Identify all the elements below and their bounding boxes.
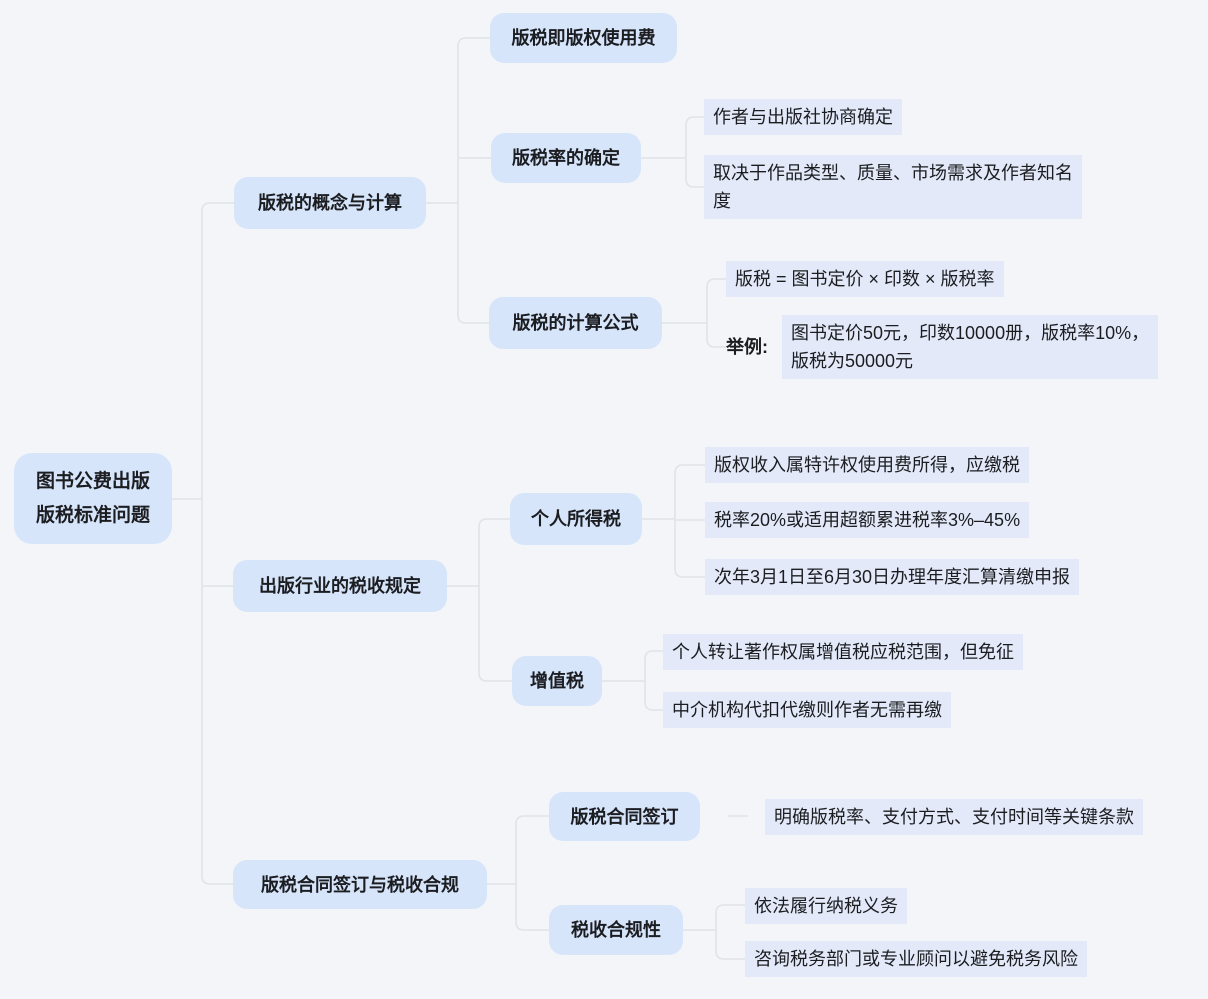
leaf-contract-key-terms[interactable]: 明确版税率、支付方式、支付时间等关键条款	[765, 799, 1143, 835]
connector-branch1	[426, 37, 491, 324]
leaf-income-type[interactable]: 版权收入属特许权使用费所得，应缴税	[705, 447, 1029, 483]
topic-node-personal-income-tax[interactable]: 个人所得税	[510, 493, 642, 545]
topic-node-contract-signing[interactable]: 版税合同签订	[549, 792, 700, 841]
topic-node-royalty-formula[interactable]: 版税的计算公式	[489, 297, 662, 349]
leaf-consult-advisors[interactable]: 咨询税务部门或专业顾问以避免税务风险	[745, 941, 1087, 977]
connector-rate	[641, 116, 704, 188]
connector-branch2	[447, 518, 512, 682]
leaf-royalty-formula-text[interactable]: 版税 = 图书定价 × 印数 × 版税率	[726, 261, 1004, 297]
leaf-withholding[interactable]: 中介机构代扣代缴则作者无需再缴	[663, 692, 951, 728]
example-prefix-label: 举例:	[726, 337, 768, 357]
connector-branch3	[487, 815, 549, 931]
leaf-tax-rate[interactable]: 税率20%或适用超额累进税率3%–45%	[705, 502, 1030, 538]
leaf-royalty-example[interactable]: 举例: 图书定价50元，印数10000册，版税率10%， 版税为50000元	[726, 315, 1159, 379]
leaf-negotiated-with-publisher[interactable]: 作者与出版社协商确定	[704, 99, 902, 135]
leaf-annual-filing[interactable]: 次年3月1日至6月30日办理年度汇算清缴申报	[705, 559, 1080, 595]
topic-node-royalty-definition[interactable]: 版税即版权使用费	[490, 13, 677, 63]
leaf-vat-exempt[interactable]: 个人转让著作权属增值税应税范围，但免征	[663, 634, 1023, 670]
topic-node-royalty-rate[interactable]: 版税率的确定	[491, 133, 641, 183]
connector-personal-income-tax	[642, 464, 705, 578]
connector-formula	[662, 278, 726, 348]
branch-node-contract-compliance[interactable]: 版税合同签订与税收合规	[233, 860, 487, 909]
connector-root	[172, 202, 234, 885]
leaf-fulfill-tax-obligation[interactable]: 依法履行纳税义务	[745, 888, 907, 924]
branch-node-royalty-concept[interactable]: 版税的概念与计算	[234, 177, 426, 229]
leaf-rate-depends-on[interactable]: 取决于作品类型、质量、市场需求及作者知名 度	[704, 155, 1082, 219]
connector-tax-compliance	[683, 904, 745, 960]
connector-vat	[602, 650, 663, 711]
example-text: 图书定价50元，印数10000册，版税率10%， 版税为50000元	[782, 315, 1159, 379]
root-node[interactable]: 图书公费出版 版税标准问题	[14, 453, 172, 544]
branch-node-tax-rules[interactable]: 出版行业的税收规定	[233, 560, 447, 612]
topic-node-tax-compliance[interactable]: 税收合规性	[549, 905, 683, 955]
topic-node-vat[interactable]: 增值税	[512, 656, 602, 706]
